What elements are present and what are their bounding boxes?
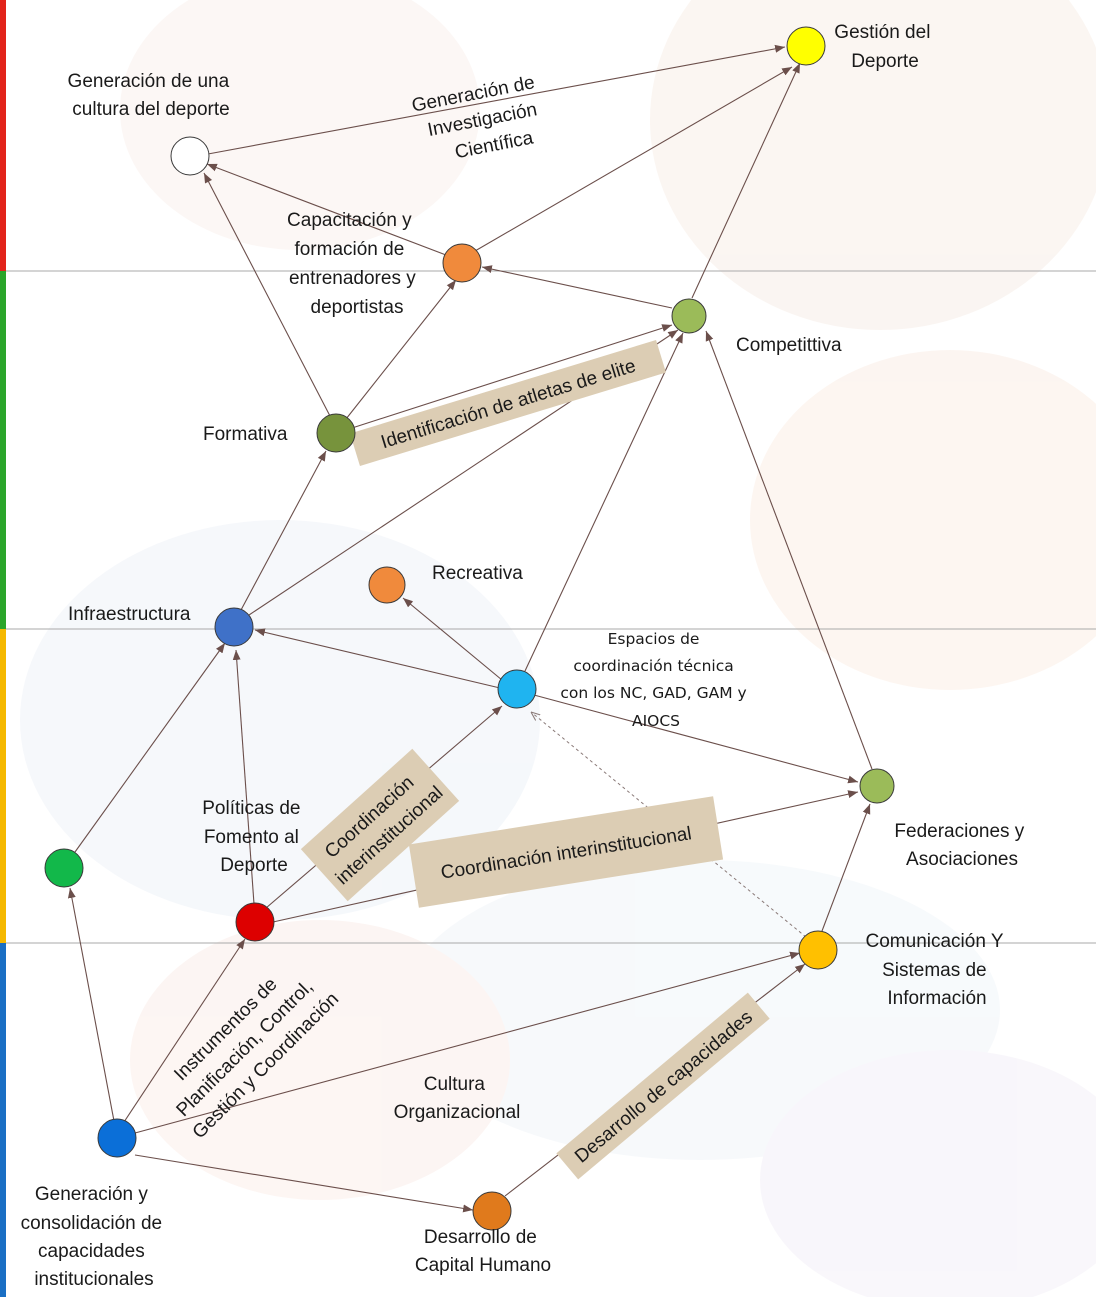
edge-label-cultura-org: Cultura Organizacional: [394, 1074, 521, 1123]
edge-politicas-to-infra: [232, 649, 255, 905]
tag-box-elite: [350, 339, 666, 467]
band-2: [0, 271, 6, 629]
label-capacitacion: Capacitación y formación de entrenadores…: [287, 210, 421, 318]
label-generacion-capacidades: Generación y consolidación de capacidade…: [21, 1184, 168, 1290]
node-comunicacion[interactable]: [798, 930, 838, 970]
node-capacitacion[interactable]: [442, 243, 482, 283]
edge-generacion-to-desarrollo: [134, 1154, 474, 1213]
label-formativa: Formativa: [203, 424, 288, 445]
band-separators: [6, 270, 1096, 944]
edge-espacios-to-infra: [254, 628, 501, 689]
edge-tag-boxes: [300, 339, 770, 1180]
left-band: [0, 0, 6, 1297]
band-3: [0, 629, 6, 943]
edge-comunicacion-to-espacios: [531, 712, 807, 938]
node-cultura-del-deporte[interactable]: [170, 136, 210, 176]
node-gestion-del-deporte[interactable]: [786, 26, 826, 66]
node-politicas[interactable]: [235, 902, 275, 942]
node-desarrollo-capital[interactable]: [472, 1191, 512, 1231]
edge-capacitacion-to-cultura: [206, 163, 447, 256]
label-desarrollo-capital: Desarrollo de Capital Humano: [415, 1227, 551, 1276]
label-competitiva: Competittiva: [736, 335, 842, 356]
edge-generacion-to-verde: [67, 887, 115, 1122]
label-politicas: Políticas de Fomento al Deporte: [202, 798, 306, 876]
edge-cultura-to-gestion: [207, 44, 786, 155]
edge-formativa-to-cultura: [203, 172, 331, 417]
edge-formativa-to-capacitacion: [345, 279, 457, 420]
edge-generacion-to-politicas: [123, 938, 246, 1123]
edge-competitiva-to-capacitacion: [481, 265, 673, 309]
edge-infra-to-formativa: [240, 450, 327, 611]
node-infraestructura[interactable]: [214, 607, 254, 647]
tag-box-coord-diag: [300, 748, 460, 902]
label-gestion: Gestión del Deporte: [834, 22, 935, 72]
node-verde[interactable]: [44, 848, 84, 888]
edge-capacitacion-to-gestion: [474, 66, 793, 252]
edge-verde-to-infra: [74, 642, 226, 853]
edge-espacios-to-federaciones: [533, 694, 859, 784]
node-espacios-coordinacion[interactable]: [497, 669, 537, 709]
edge-competitiva-to-gestion: [691, 62, 801, 299]
edge-label-elite: Identificación de atletas de elite: [379, 356, 639, 454]
edge-espacios-to-recreativa: [402, 597, 503, 681]
nodes: [44, 26, 895, 1231]
tag-box-desarrollo-cap: [556, 992, 770, 1180]
background-watermark: [20, 0, 1096, 1297]
label-espacios: Espacios de coordinación técnica con los…: [560, 630, 751, 730]
edge-espacios-to-competitiva: [524, 332, 684, 672]
edge-formativa-to-competitiva: [351, 324, 673, 429]
edge-comunicacion-to-federaciones: [821, 803, 871, 932]
band-4: [0, 943, 6, 1297]
tag-box-coord-horiz: [408, 796, 724, 908]
node-labels: Gestión del Deporte Generación de una cu…: [21, 22, 1029, 1290]
node-federaciones[interactable]: [859, 768, 895, 804]
node-generacion-capacidades[interactable]: [97, 1118, 137, 1158]
label-comunicacion: Comunicación Y Sistemas de Información: [866, 931, 1009, 1009]
node-recreativa[interactable]: [368, 566, 406, 604]
label-federaciones: Federaciones y Asociaciones: [894, 821, 1029, 870]
label-infraestructura: Infraestructura: [68, 604, 191, 625]
label-recreativa: Recreativa: [432, 563, 523, 584]
band-1: [0, 0, 6, 271]
node-competitiva[interactable]: [671, 298, 707, 334]
node-formativa[interactable]: [316, 413, 356, 453]
edge-federaciones-to-competitiva: [705, 330, 873, 770]
edge-generacion-to-comunicacion: [134, 951, 801, 1134]
label-cultura: Generación de una cultura del deporte: [68, 71, 235, 120]
